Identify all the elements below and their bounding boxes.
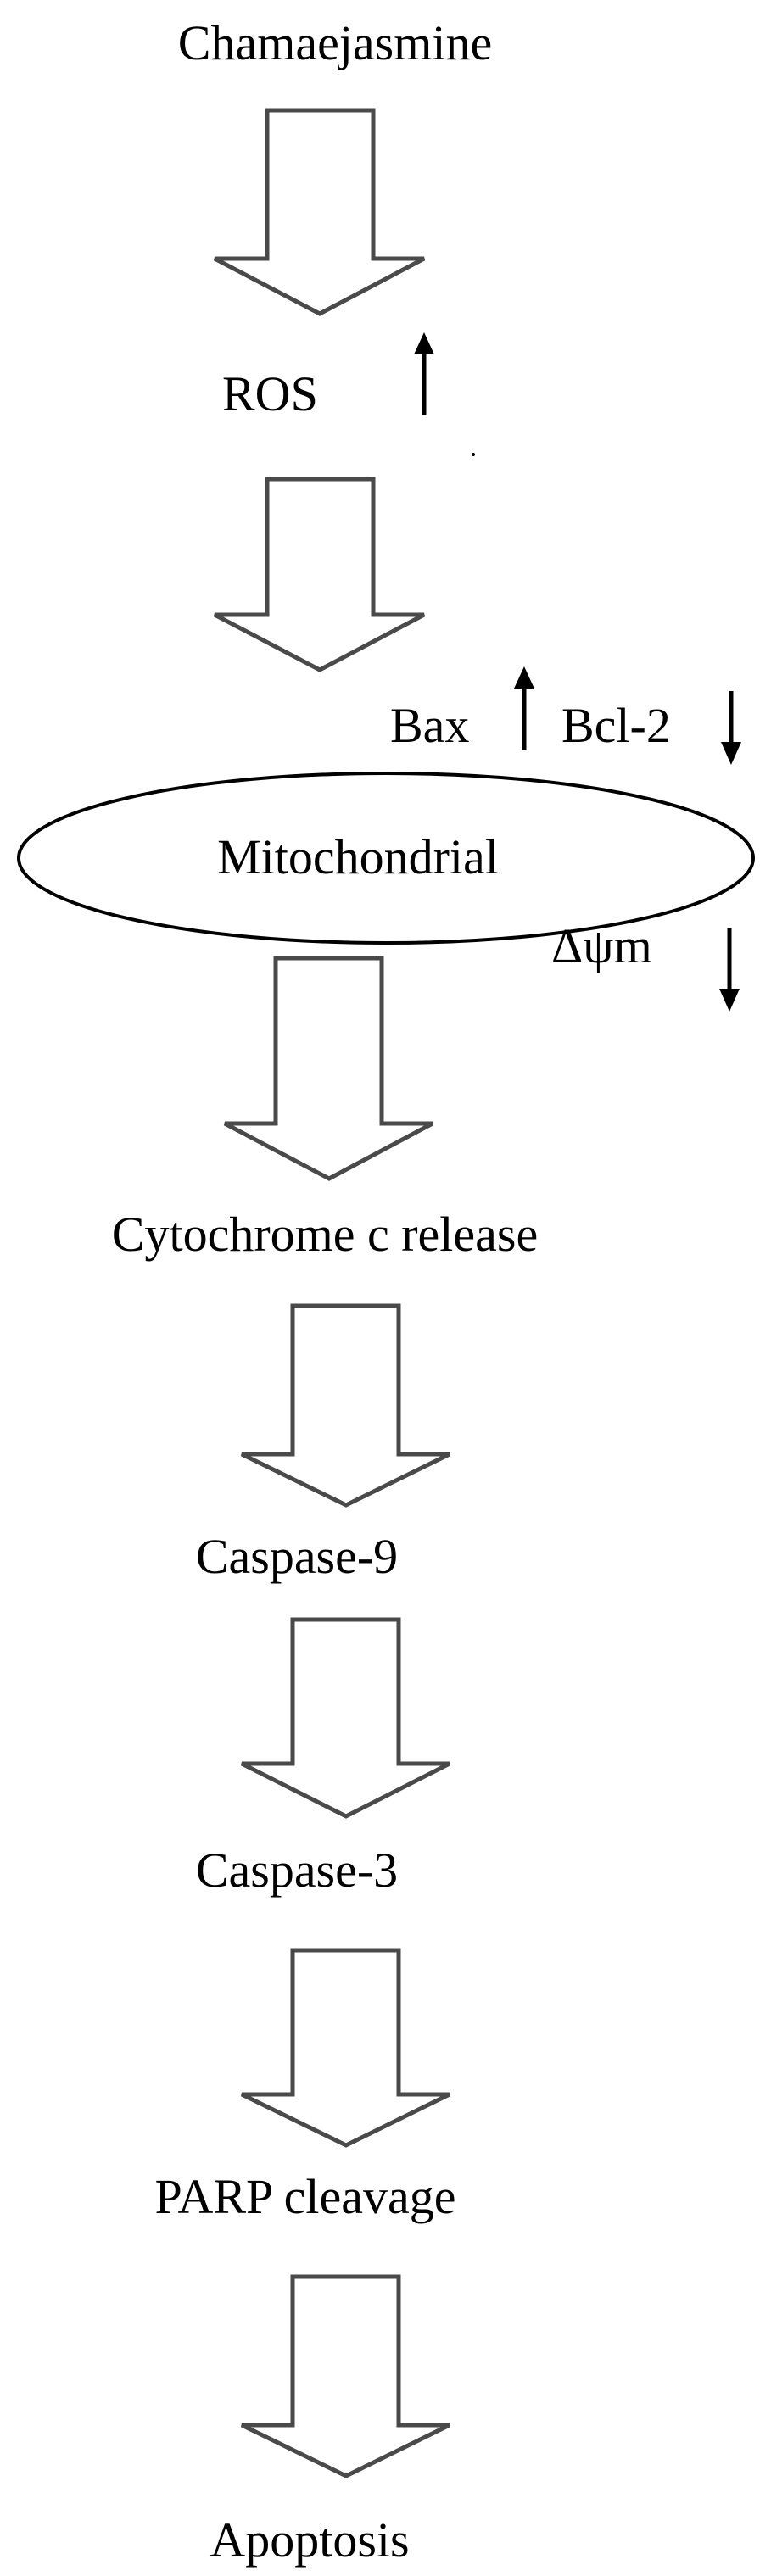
bax-up-arrow-icon (514, 666, 534, 750)
node-parp-cleavage: PARP cleavage (155, 2169, 456, 2224)
flow-arrow-caspase-3-to-parp (240, 1948, 451, 2148)
modifier-bcl2-label: Bcl-2 (561, 698, 671, 753)
node-cytochrome-c-release: Cytochrome c release (112, 1207, 538, 1262)
ros-up-arrow-icon (414, 332, 434, 415)
node-ros: ROS (222, 366, 318, 421)
modifier-dpsim-label: Δψm (551, 918, 652, 973)
flow-arrow-caspase-9-to-caspase-3 (240, 1617, 451, 1819)
dpsim-down-arrow-icon (719, 928, 740, 1012)
node-caspase-3: Caspase-3 (196, 1843, 398, 1898)
flow-arrow-mitochondrial-to-cytochrome (223, 956, 434, 1181)
node-caspase-9: Caspase-9 (196, 1529, 398, 1584)
mitochondrial-ellipse (17, 772, 755, 945)
node-mitochondrial: Mitochondrial (217, 829, 499, 884)
flow-arrow-chamaejasmine-to-ros (213, 108, 426, 316)
node-apoptosis: Apoptosis (210, 2512, 409, 2568)
flow-arrow-parp-to-apoptosis (240, 2274, 451, 2478)
node-chamaejasmine: Chamaejasmine (178, 15, 492, 70)
flow-arrow-cytochrome-to-caspase-9 (240, 1303, 451, 1508)
modifier-bax-label: Bax (390, 698, 469, 753)
bcl2-down-arrow-icon (721, 691, 741, 765)
stray-dot (472, 453, 475, 456)
flow-arrow-ros-to-mitochondrial (213, 477, 426, 672)
